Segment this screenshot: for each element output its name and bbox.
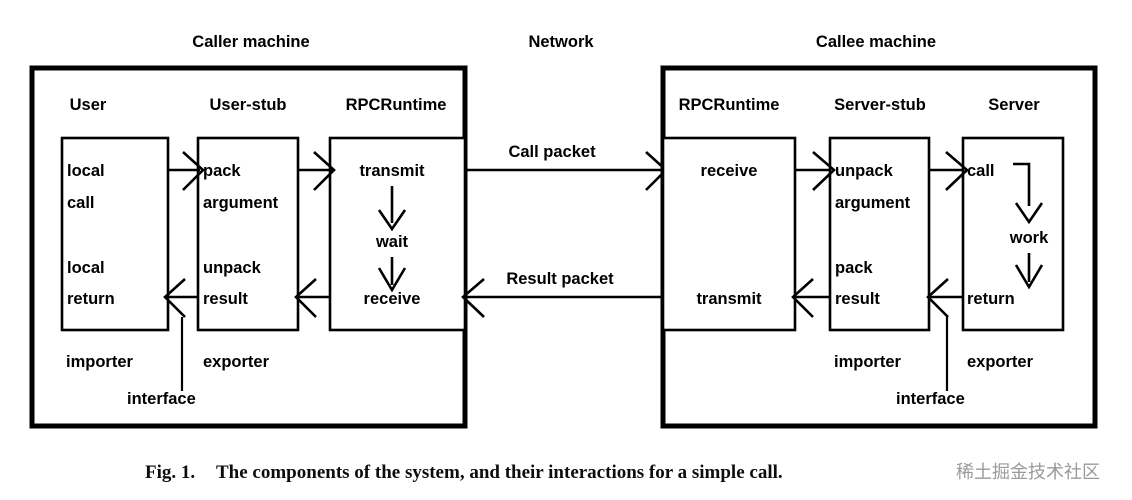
server-stub-line-result: result xyxy=(835,290,880,308)
result-packet-arrowhead xyxy=(461,278,485,318)
user-to-user-stub-arrowhead xyxy=(182,151,205,191)
server-stub-line-pack: pack xyxy=(835,259,873,277)
callee-component-label-rpcruntime: RPCRuntime xyxy=(679,96,780,114)
callee-machine-title: Callee machine xyxy=(816,33,936,51)
caller-component-label-user: User xyxy=(70,96,107,114)
user-stub-box-line-argument: argument xyxy=(203,194,279,212)
server-box-line-return: return xyxy=(967,290,1015,308)
caller-transmit-to-wait-arrowhead xyxy=(377,209,407,232)
user-stub-box-line-pack: pack xyxy=(203,162,241,180)
server-box-line-call: call xyxy=(967,162,995,180)
callee-component-label-server: Server xyxy=(988,96,1040,114)
caller-component-label-user-stub: User-stub xyxy=(209,96,286,114)
user-stub-box-line-unpack: unpack xyxy=(203,259,262,277)
server-stub-line-argument: argument xyxy=(835,194,911,212)
caller-role-importer: importer xyxy=(66,353,134,371)
caller-rpcruntime-line-wait: wait xyxy=(375,233,409,251)
server-stub-box xyxy=(828,136,931,332)
user-box-line-local-2: local xyxy=(67,259,105,277)
network-title: Network xyxy=(528,33,594,51)
server-call-to-work-arrowhead xyxy=(1014,202,1044,225)
user-box-line-local: local xyxy=(67,162,105,180)
user-stub-box xyxy=(196,136,300,332)
callee-component-label-server-stub: Server-stub xyxy=(834,96,926,114)
figure-caption-body: The components of the system, and their … xyxy=(216,462,783,483)
result-packet-label: Result packet xyxy=(506,270,614,288)
caller-rpcruntime-line-receive: receive xyxy=(364,290,421,308)
callee-rpcruntime-to-server-stub-arrowhead xyxy=(812,151,836,191)
callee-role-interface: interface xyxy=(896,390,965,408)
server-work-to-return-arrowhead xyxy=(1014,264,1044,290)
server-stub-line-unpack: unpack xyxy=(835,162,894,180)
server-box xyxy=(961,136,1065,332)
user-box xyxy=(60,136,170,332)
caller-role-exporter: exporter xyxy=(203,353,270,371)
user-stub-box-line-result: result xyxy=(203,290,248,308)
callee-role-importer: importer xyxy=(834,353,902,371)
caller-rpcruntime-box xyxy=(328,136,467,332)
server-stub-to-callee-rpcruntime-arrowhead xyxy=(791,278,814,318)
user-stub-to-rpcruntime-arrowhead xyxy=(313,151,336,191)
caller-wait-to-receive-arrowhead xyxy=(377,267,407,293)
server-stub-to-server-arrowhead xyxy=(945,151,969,191)
caller-rpcruntime-line-transmit: transmit xyxy=(359,162,425,180)
caller-role-interface: interface xyxy=(127,390,196,408)
user-box-line-return: return xyxy=(67,290,115,308)
watermark-label: 稀土掘金技术社区 xyxy=(956,462,1100,483)
caller-rpcruntime-to-user-stub-arrowhead xyxy=(294,278,317,318)
caller-machine-title: Caller machine xyxy=(192,33,309,51)
call-packet-label: Call packet xyxy=(508,143,596,161)
server-box-line-work: work xyxy=(1009,229,1049,247)
callee-rpcruntime-box xyxy=(661,136,797,332)
user-stub-to-user-arrowhead xyxy=(163,278,186,318)
callee-rpcruntime-line-transmit: transmit xyxy=(696,290,762,308)
server-to-server-stub-arrowhead xyxy=(926,278,949,318)
figure-caption-prefix: Fig. 1. xyxy=(145,462,195,483)
caller-component-label-rpcruntime: RPCRuntime xyxy=(346,96,447,114)
callee-rpcruntime-line-receive: receive xyxy=(701,162,758,180)
server-call-to-work-line xyxy=(1013,162,1031,206)
callee-role-exporter: exporter xyxy=(967,353,1034,371)
user-box-line-call: call xyxy=(67,194,95,212)
